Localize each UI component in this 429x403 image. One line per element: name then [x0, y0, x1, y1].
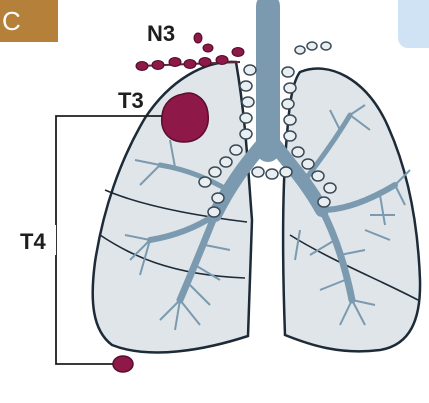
label-t3: T3: [118, 88, 144, 113]
right-lung-outline: [283, 69, 420, 352]
t4-nodule: [113, 356, 133, 372]
t3-tumor: [162, 93, 209, 142]
label-n3: N3: [147, 21, 175, 46]
label-t4: T4: [20, 229, 46, 254]
